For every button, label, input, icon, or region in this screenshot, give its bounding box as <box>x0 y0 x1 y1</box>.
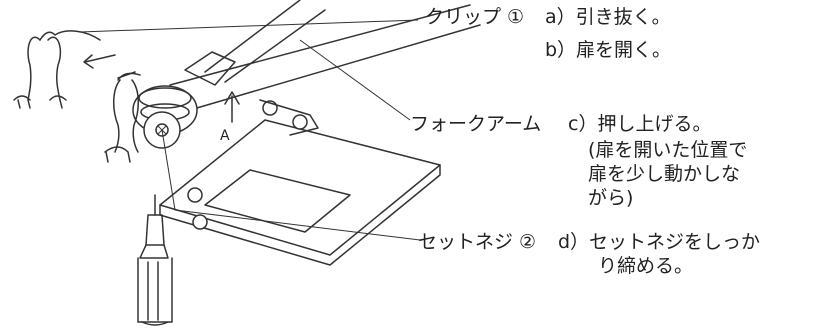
set-screw-label: セットネジ ② <box>418 231 537 253</box>
closer-pivot <box>132 85 198 149</box>
clip-label: クリップ ① <box>425 6 525 28</box>
step-c: c）押し上げる。 <box>568 113 712 135</box>
step-c-note: (扉を開いた位置で 扉を少し動かしな がら) <box>588 138 828 210</box>
mounting-bracket <box>159 99 441 266</box>
arrow-a <box>224 91 240 123</box>
step-d-line-1: d）セットネジをしっか <box>558 231 761 253</box>
fork-arm-label: フォークアーム <box>410 113 542 135</box>
step-d: d）セットネジをしっか り締める。 <box>558 230 828 278</box>
leader-lines <box>79 19 421 241</box>
step-a: a）引き抜く。 <box>545 6 671 28</box>
step-d-line-2: り締める。 <box>598 255 694 277</box>
screwdriver <box>137 194 173 326</box>
step-c-note-line-1: (扉を開いた位置で <box>588 139 748 161</box>
clip-parts <box>13 30 141 163</box>
fork-arm <box>169 0 481 111</box>
step-c-note-line-2: 扉を少し動かしな <box>588 163 741 185</box>
step-b: b）扉を開く。 <box>545 39 672 61</box>
step-c-note-line-3: がら) <box>588 187 634 209</box>
pull-arrows <box>83 54 136 79</box>
arrow-a-label: A <box>220 128 230 144</box>
